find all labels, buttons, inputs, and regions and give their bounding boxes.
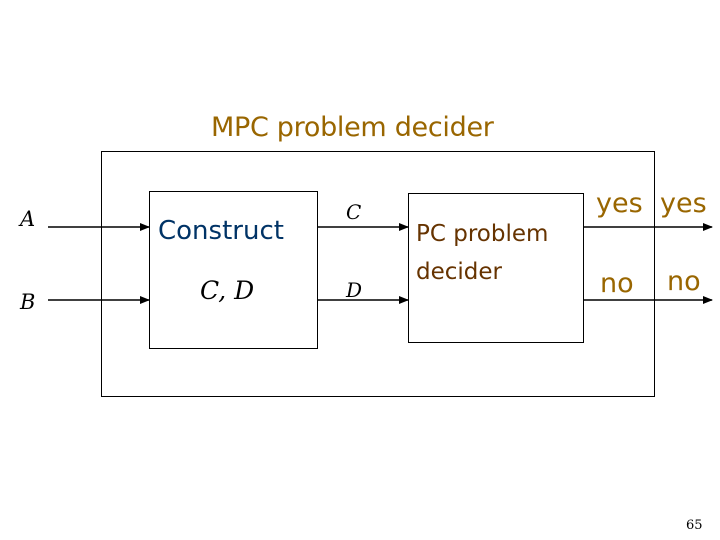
middle-c-label: C: [346, 200, 362, 224]
yes-outer-label: yes: [660, 188, 707, 219]
middle-d-label: D: [346, 278, 363, 302]
pc-decider-line1: PC problem: [416, 221, 549, 247]
no-inner-label: no: [600, 268, 634, 299]
yes-inner-label: yes: [596, 188, 643, 219]
construct-sublabel: C, D: [200, 276, 255, 305]
no-outer-label: no: [667, 266, 701, 297]
mpc-decider-box: [101, 151, 655, 397]
input-a-label: A: [20, 207, 36, 231]
pc-decider-line2: decider: [416, 259, 502, 285]
construct-label: Construct: [158, 216, 284, 246]
construct-box: [149, 191, 318, 349]
input-b-label: B: [20, 290, 36, 314]
diagram-title: MPC problem decider: [211, 112, 494, 143]
page-number: 65: [686, 518, 703, 533]
pc-decider-box: [408, 193, 584, 343]
